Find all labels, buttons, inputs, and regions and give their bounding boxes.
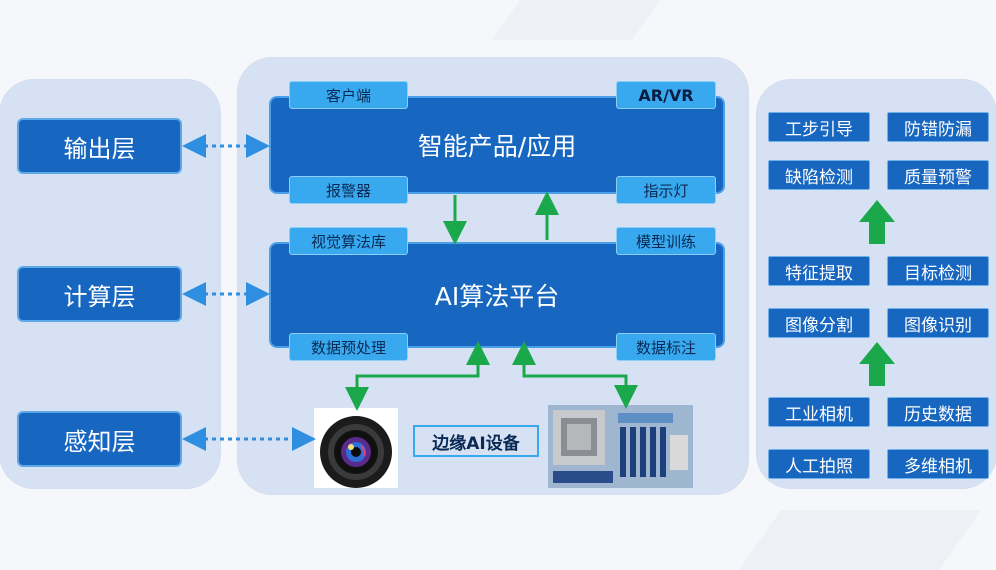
box-industrial-camera: 工业相机 (768, 397, 870, 427)
perception-layer-box: 感知层 (17, 411, 182, 467)
box-image-recognition: 图像识别 (887, 308, 989, 338)
tag-indicator-light: 指示灯 (616, 176, 716, 204)
green-connector-camera (345, 341, 490, 411)
tag-model-training: 模型训练 (616, 227, 716, 255)
output-layer-box: 输出层 (17, 118, 182, 174)
box-image-segmentation: 图像分割 (768, 308, 870, 338)
box-step-guidance: 工步引导 (768, 112, 870, 142)
box-feature-extraction: 特征提取 (768, 256, 870, 286)
box-defect-detection: 缺陷检测 (768, 160, 870, 190)
ai-platform-title: AI算法平台 (434, 282, 560, 311)
box-multi-dim-camera: 多维相机 (887, 449, 989, 479)
box-manual-photo: 人工拍照 (768, 449, 870, 479)
tag-ar-vr: AR/VR (616, 81, 716, 109)
green-connector-board (512, 341, 638, 409)
tag-vision-library: 视觉算法库 (289, 227, 408, 255)
circuit-board-image (548, 405, 693, 488)
box-historical-data: 历史数据 (887, 397, 989, 427)
big-green-arrow-upper (859, 200, 895, 244)
box-object-detection: 目标检测 (887, 256, 989, 286)
tag-client: 客户端 (289, 81, 408, 109)
compute-layer-box: 计算层 (17, 266, 182, 322)
ai-platform-box: AI算法平台 (269, 242, 725, 348)
tag-alarm: 报警器 (289, 176, 408, 204)
box-error-proofing: 防错防漏 (887, 112, 989, 142)
edge-ai-device-label: 边缘AI设备 (413, 425, 539, 457)
box-quality-warning: 质量预警 (887, 160, 989, 190)
smart-product-title: 智能产品/应用 (417, 132, 577, 161)
camera-image (314, 408, 398, 488)
big-green-arrow-lower (859, 342, 895, 386)
